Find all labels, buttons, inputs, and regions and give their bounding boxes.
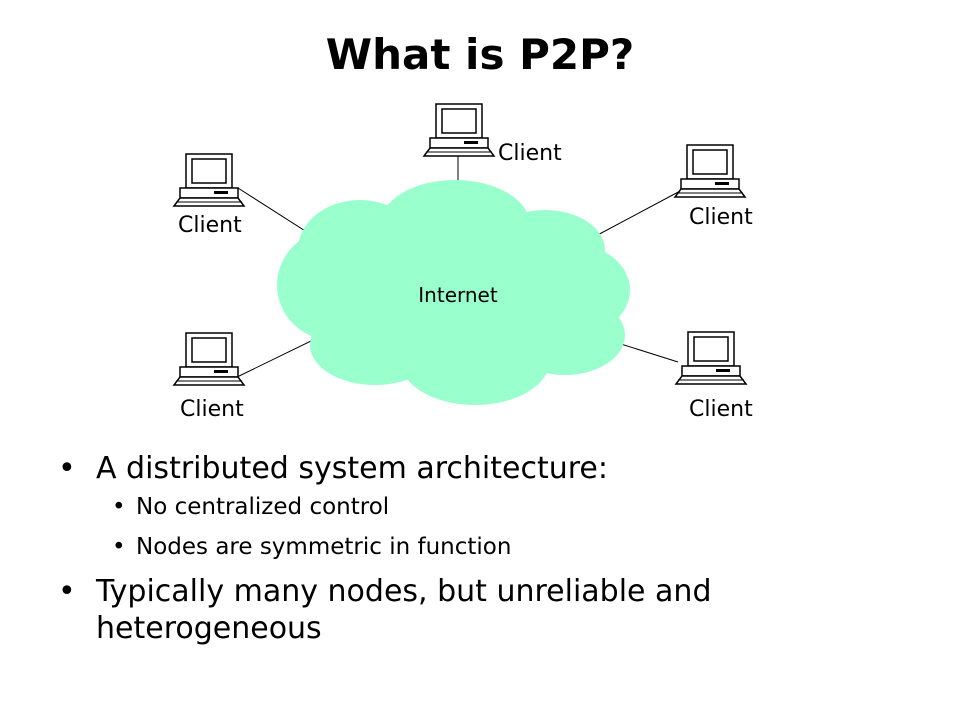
computer-icon-right-top [674, 144, 746, 198]
bullet-text: A distributed system architecture: [96, 451, 608, 486]
sub-bullet-item: Nodes are symmetric in function [112, 533, 918, 561]
sub-bullet-list: No centralized control Nodes are symmetr… [96, 493, 918, 561]
bullet-item: Typically many nodes, but unreliable and… [58, 573, 918, 647]
client-label-right-bottom: Client [689, 397, 753, 422]
computer-icon-top [423, 103, 495, 157]
client-label-left-bottom: Client [180, 397, 244, 422]
slide-title: What is P2P? [325, 30, 635, 79]
sub-bullet-item: No centralized control [112, 493, 918, 521]
computer-icon-left-top [173, 153, 245, 207]
bullet-list: A distributed system architecture: No ce… [58, 450, 918, 655]
internet-cloud [277, 180, 630, 405]
computer-icon-left-bottom [173, 332, 245, 386]
cloud-label: Internet [418, 283, 498, 307]
bullet-text: Typically many nodes, but unreliable and… [96, 574, 712, 646]
client-label-right-top: Client [689, 205, 753, 230]
computer-icon-right-bottom [675, 331, 747, 385]
client-label-left-top: Client [178, 213, 242, 238]
bullet-item: A distributed system architecture: No ce… [58, 450, 918, 561]
client-label-top: Client [498, 141, 562, 166]
